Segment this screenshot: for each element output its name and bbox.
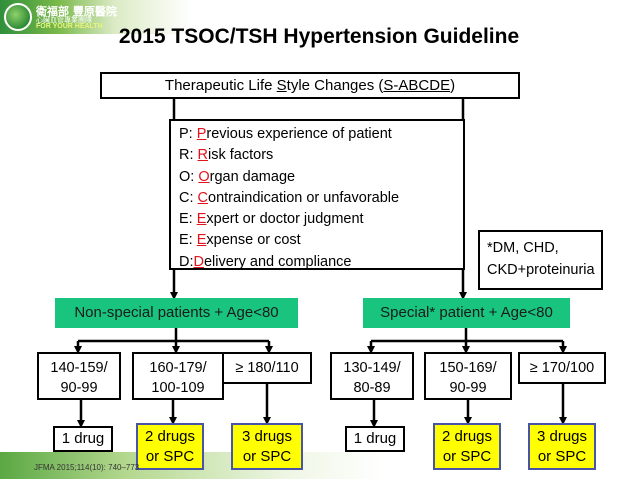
considerations-box: P: Previous experience of patient R: Ris… <box>169 119 465 270</box>
page-title: 2015 TSOC/TSH Hypertension Guideline <box>118 25 520 48</box>
special-definition-note: *DM, CHD, CKD+proteinuria <box>478 230 603 290</box>
note-line-2: CKD+proteinuria <box>487 262 595 278</box>
special-patients-box: Special* patient + Age<80 <box>363 298 570 328</box>
tlc-text-post: ) <box>450 77 456 94</box>
hospital-logo-icon <box>4 3 32 31</box>
bp-range-box: 160-179/100-109 <box>132 352 224 400</box>
tlc-text-mid: tyle Changes ( <box>286 77 384 94</box>
logo-line-3: FOR YOUR HEALTH <box>36 23 103 30</box>
bp-range-box: 150-169/90-99 <box>424 352 512 400</box>
bp-range-box: ≥ 180/110 <box>222 352 312 384</box>
consideration-item: P: Previous experience of patient <box>179 126 392 142</box>
citation: JFMA 2015;114(10): 740–773 <box>34 463 140 472</box>
consideration-item: R: Risk factors <box>179 147 274 164</box>
logo-line-2: 心臟血管專業團隊 <box>36 16 92 24</box>
bp-range-box: 140-159/90-99 <box>37 352 121 400</box>
consideration-item: O: Organ damage <box>179 168 296 185</box>
one-drug-box: 1 drug <box>53 426 113 452</box>
tlc-text-pre: Therapeutic Life <box>164 77 277 94</box>
header-band <box>0 0 638 34</box>
bp-range-box: ≥ 170/100 <box>518 352 606 384</box>
logo-line-1: 衛福部 豐原醫院 <box>36 5 117 18</box>
lifestyle-changes-box: Therapeutic Life Style Changes (S-ABCDE) <box>100 72 520 99</box>
consideration-item: E: Expert or doctor judgment <box>179 211 364 228</box>
tlc-code: S-ABCDE <box>383 77 451 94</box>
one-drug-box: 1 drug <box>345 426 405 452</box>
consideration-item: E: Expense or cost <box>179 232 301 249</box>
non-special-patients-box: Non-special patients + Age<80 <box>55 298 298 328</box>
bp-range-box: 130-149/80-89 <box>330 352 414 400</box>
consideration-item: C: Contraindication or unfavorable <box>179 189 400 206</box>
tlc-s-letter: S <box>276 77 287 94</box>
note-line-1: *DM, CHD, <box>487 240 559 256</box>
consideration-item: D:Delivery and compliance <box>179 253 352 270</box>
